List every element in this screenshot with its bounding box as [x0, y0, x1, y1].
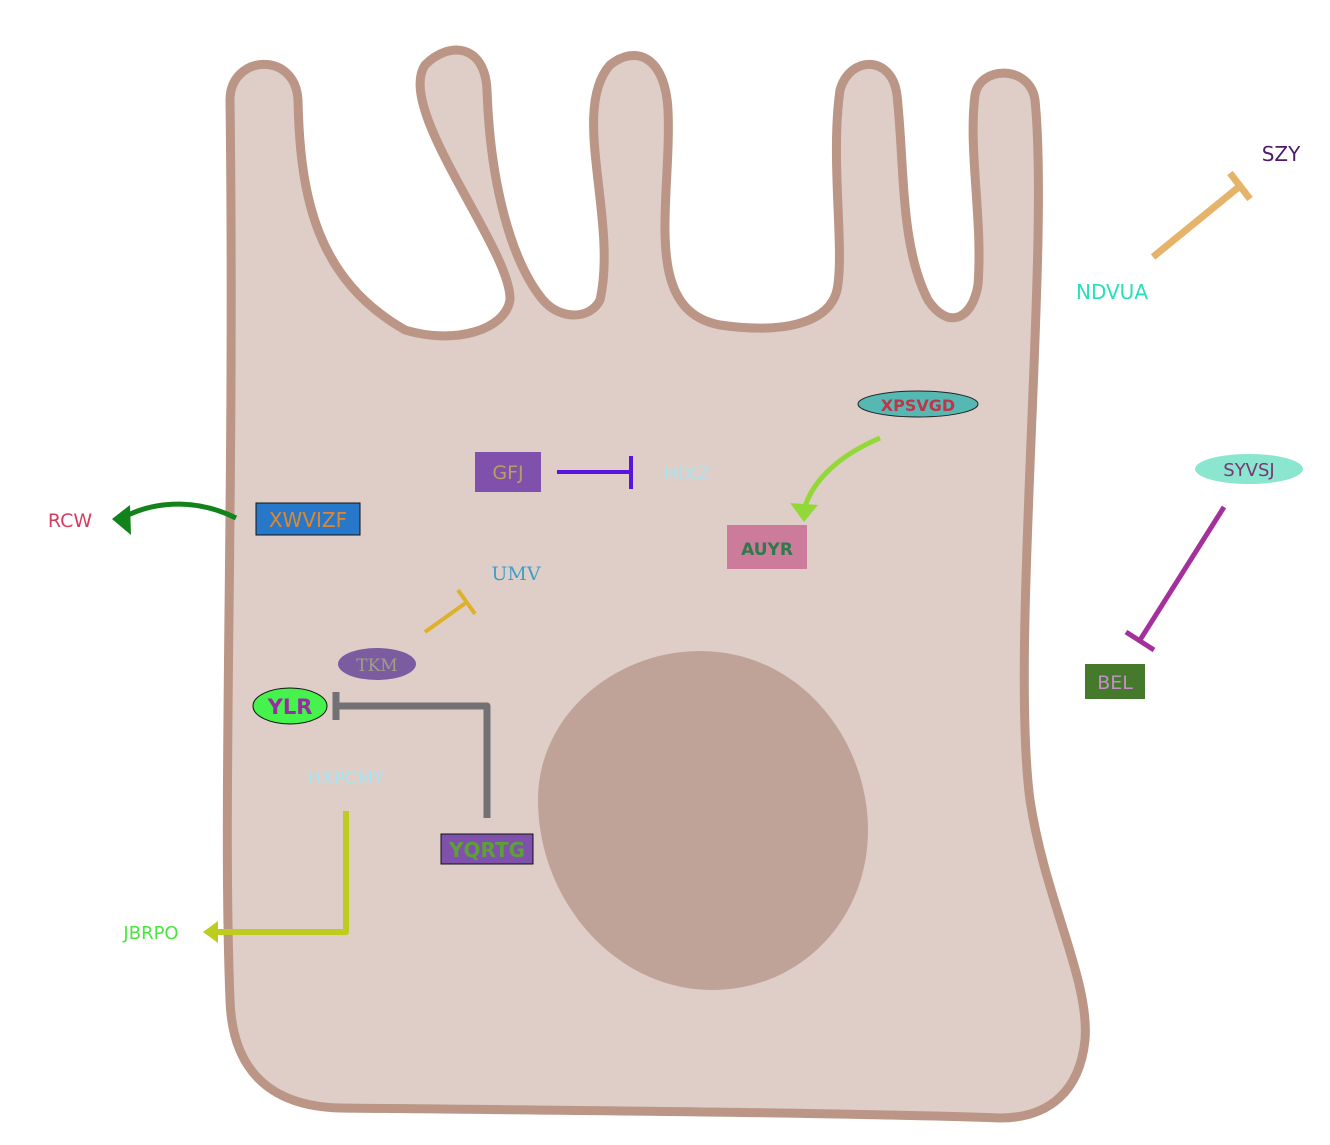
- edge-ndvua-szy: [1150, 183, 1243, 260]
- edge-yqrtg-ylr: [336, 702, 491, 818]
- node-umv-label: UMV: [491, 563, 540, 585]
- node-auyr-label: AUYR: [741, 540, 793, 560]
- arrowhead-auyr: [790, 503, 818, 522]
- inhibit-bar-szy: [1227, 170, 1253, 202]
- node-xwvizf-label: XWVIZF: [269, 508, 347, 532]
- node-hxpcmy-label: HXPCMY: [308, 768, 385, 789]
- node-xpsvgd-label: XPSVGD: [881, 396, 955, 415]
- inhibit-bar-bel: [1124, 629, 1156, 653]
- inhibit-bar-umv: [456, 588, 477, 616]
- node-rcw-label: RCW: [48, 510, 93, 532]
- edge-syvsj-bel: [1137, 505, 1227, 642]
- node-bel-box: [1085, 664, 1145, 699]
- node-ylr-shape: [252, 687, 328, 725]
- node-hixz-label: HIXZ: [664, 463, 710, 485]
- node-ndvua-label: NDVUA: [1076, 280, 1148, 304]
- node-tkm-label: TKM: [356, 656, 397, 676]
- arrowhead-jbrpo: [203, 921, 218, 943]
- node-xpsvgd-shape: [857, 390, 979, 418]
- node-gfj-box: [475, 452, 541, 492]
- node-xwvizf-box: [255, 502, 361, 536]
- node-auyr-box: [727, 525, 807, 569]
- node-bel-label: BEL: [1097, 672, 1133, 694]
- edge-hxpcmy-jbrpo: [218, 811, 349, 935]
- arrowhead-rcw: [112, 505, 131, 535]
- node-szy-label: SZY: [1262, 142, 1301, 166]
- edge-xwvizf-rcw: [126, 501, 238, 521]
- node-syvsj-shape: [1195, 454, 1303, 484]
- edge-xpsvgd-auyr: [801, 435, 881, 511]
- nucleus: [538, 651, 868, 990]
- node-jbrpo-label: JBRPO: [122, 923, 178, 944]
- node-tkm-shape: [338, 648, 416, 680]
- edge-tkm-umv: [423, 600, 469, 634]
- node-syvsj-label: SYVSJ: [1223, 460, 1274, 481]
- node-ylr-label: YLR: [267, 695, 313, 719]
- node-gfj-label: GFJ: [492, 462, 523, 484]
- node-yqrtg-box: [440, 833, 534, 865]
- node-yqrtg-label: YQRTG: [448, 838, 525, 862]
